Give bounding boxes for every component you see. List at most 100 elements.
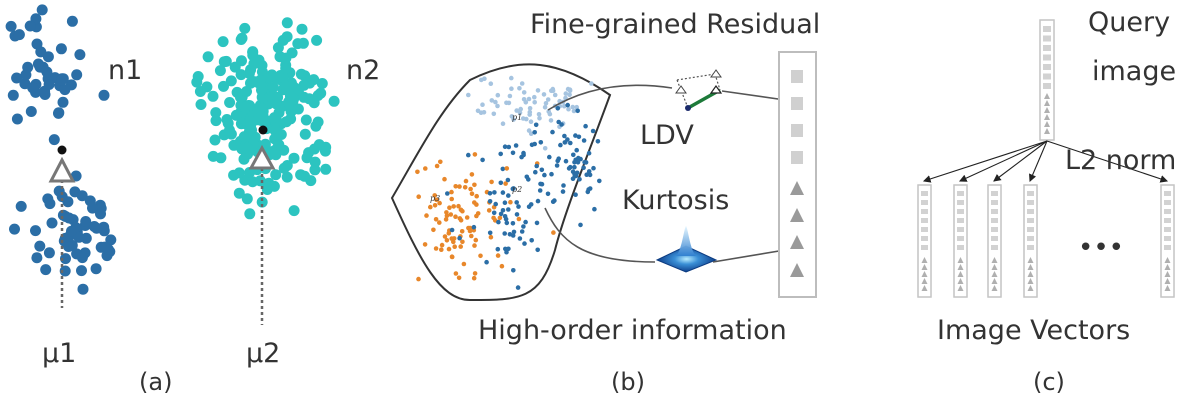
- image-vector-triangle-cell: [1027, 264, 1034, 270]
- cluster-two-point: [195, 99, 207, 110]
- cluster-two-point: [281, 160, 293, 171]
- surface-point: [432, 193, 438, 198]
- surface-point: [583, 160, 589, 165]
- image-vector-triangle-cell: [991, 285, 998, 291]
- surface-point: [504, 166, 510, 171]
- surface-point: [478, 253, 483, 259]
- feature-triangle-cell: [790, 263, 804, 277]
- surface-point: [505, 177, 511, 183]
- surface-point: [444, 238, 450, 243]
- surface-point: [592, 206, 597, 212]
- surface-point: [511, 117, 516, 122]
- cluster-two-point: [210, 115, 222, 127]
- image-vector-triangle-cell: [957, 257, 964, 263]
- surface-point: [568, 140, 573, 146]
- image-vector-triangle-cell: [1164, 285, 1171, 291]
- cluster-two-point: [288, 81, 300, 93]
- surface-point: [471, 224, 477, 230]
- surface-point: [567, 92, 572, 98]
- feature-triangle-cell: [790, 235, 804, 249]
- surface-point: [533, 122, 539, 128]
- cluster-two-point: [256, 84, 267, 96]
- query-square-cell: [1043, 26, 1051, 32]
- cluster-two-point: [301, 152, 313, 164]
- surface-point: [556, 119, 561, 125]
- surface-point: [433, 217, 439, 222]
- surface-point: [415, 169, 420, 175]
- surface-point: [590, 128, 596, 134]
- surface-point: [517, 86, 522, 91]
- cluster-one-point: [7, 89, 19, 101]
- surface-point: [522, 241, 527, 246]
- image-vector-square-cell: [921, 236, 928, 241]
- cluster-one-point: [76, 252, 88, 264]
- surface-point: [431, 227, 436, 233]
- surface-point: [487, 230, 493, 236]
- image-vector-triangle-cell: [1164, 264, 1171, 270]
- cluster-two-point: [230, 109, 242, 121]
- surface-point: [532, 100, 537, 105]
- ldv-to-vector-line: [721, 90, 786, 101]
- panel-a: n1 n2 μ1 μ2 (a): [5, 4, 380, 396]
- surface-point: [581, 165, 586, 171]
- surface-point: [506, 246, 511, 252]
- query-triangle-cell: [1044, 114, 1050, 120]
- surface-point: [506, 144, 512, 150]
- surface-point: [510, 150, 516, 156]
- panel-c: Query image L2 norm ••• Image Vectors (c…: [917, 7, 1176, 396]
- surface-point: [442, 176, 447, 182]
- ellipsis-indicator: •••: [1078, 233, 1124, 263]
- image-vector-square-cell: [957, 200, 964, 205]
- surface-point: [439, 247, 444, 252]
- surface-point: [521, 224, 526, 229]
- cluster-one-point: [11, 113, 23, 125]
- feature-square-cell: [791, 151, 803, 164]
- cluster-two-point: [308, 74, 320, 86]
- surface-label-two: p2: [512, 185, 522, 194]
- database-vectors: [917, 184, 1175, 298]
- surface-point: [469, 233, 474, 239]
- surface-point: [504, 249, 509, 255]
- cluster-one-point: [57, 96, 69, 108]
- cluster-one-point: [46, 217, 58, 229]
- l2-norm-arrow: [922, 140, 1048, 183]
- surface-point: [516, 216, 522, 222]
- centroid-one-dot: [57, 145, 67, 155]
- image-vector-triangle-cell: [957, 271, 964, 277]
- surface-point: [461, 261, 467, 267]
- image-vector-triangle-cell: [1027, 285, 1034, 291]
- surface-point: [453, 271, 459, 276]
- surface-point: [508, 199, 513, 205]
- kurtosis-label: Kurtosis: [622, 185, 729, 216]
- surface-point: [456, 275, 462, 281]
- cluster-one-point: [63, 212, 75, 224]
- cluster-two-point: [299, 128, 311, 140]
- image-vector-square-cell: [1164, 209, 1171, 214]
- surface-point: [552, 198, 557, 203]
- query-triangle-cell: [1044, 100, 1050, 106]
- cluster-two-point: [235, 118, 247, 130]
- image-vector-square-cell: [1164, 227, 1171, 232]
- cluster-two-points: [191, 17, 340, 220]
- surface-point: [516, 204, 521, 209]
- kurtosis-connector-curve: [544, 207, 656, 263]
- surface-point: [511, 229, 517, 235]
- cluster-two-point: [309, 164, 321, 176]
- image-vector-square-cell: [921, 191, 928, 196]
- surface-point: [498, 211, 504, 217]
- cluster-one-point: [55, 43, 67, 55]
- surface-point: [467, 225, 473, 231]
- surface-point: [451, 204, 457, 209]
- query-triangle-cell: [1044, 128, 1050, 134]
- surface-point: [546, 109, 551, 114]
- cluster-one-point: [44, 198, 56, 210]
- cluster-two-point: [281, 171, 293, 183]
- feature-triangle-cell: [790, 208, 804, 222]
- surface-point: [526, 96, 532, 102]
- image-vector-triangle-cell: [957, 278, 964, 284]
- query-square-cell: [1043, 35, 1051, 42]
- image-vector-square-cell: [957, 218, 964, 223]
- surface-point: [548, 118, 554, 123]
- query-label-line-one: Query: [1088, 7, 1170, 38]
- cluster-two-point: [191, 76, 203, 88]
